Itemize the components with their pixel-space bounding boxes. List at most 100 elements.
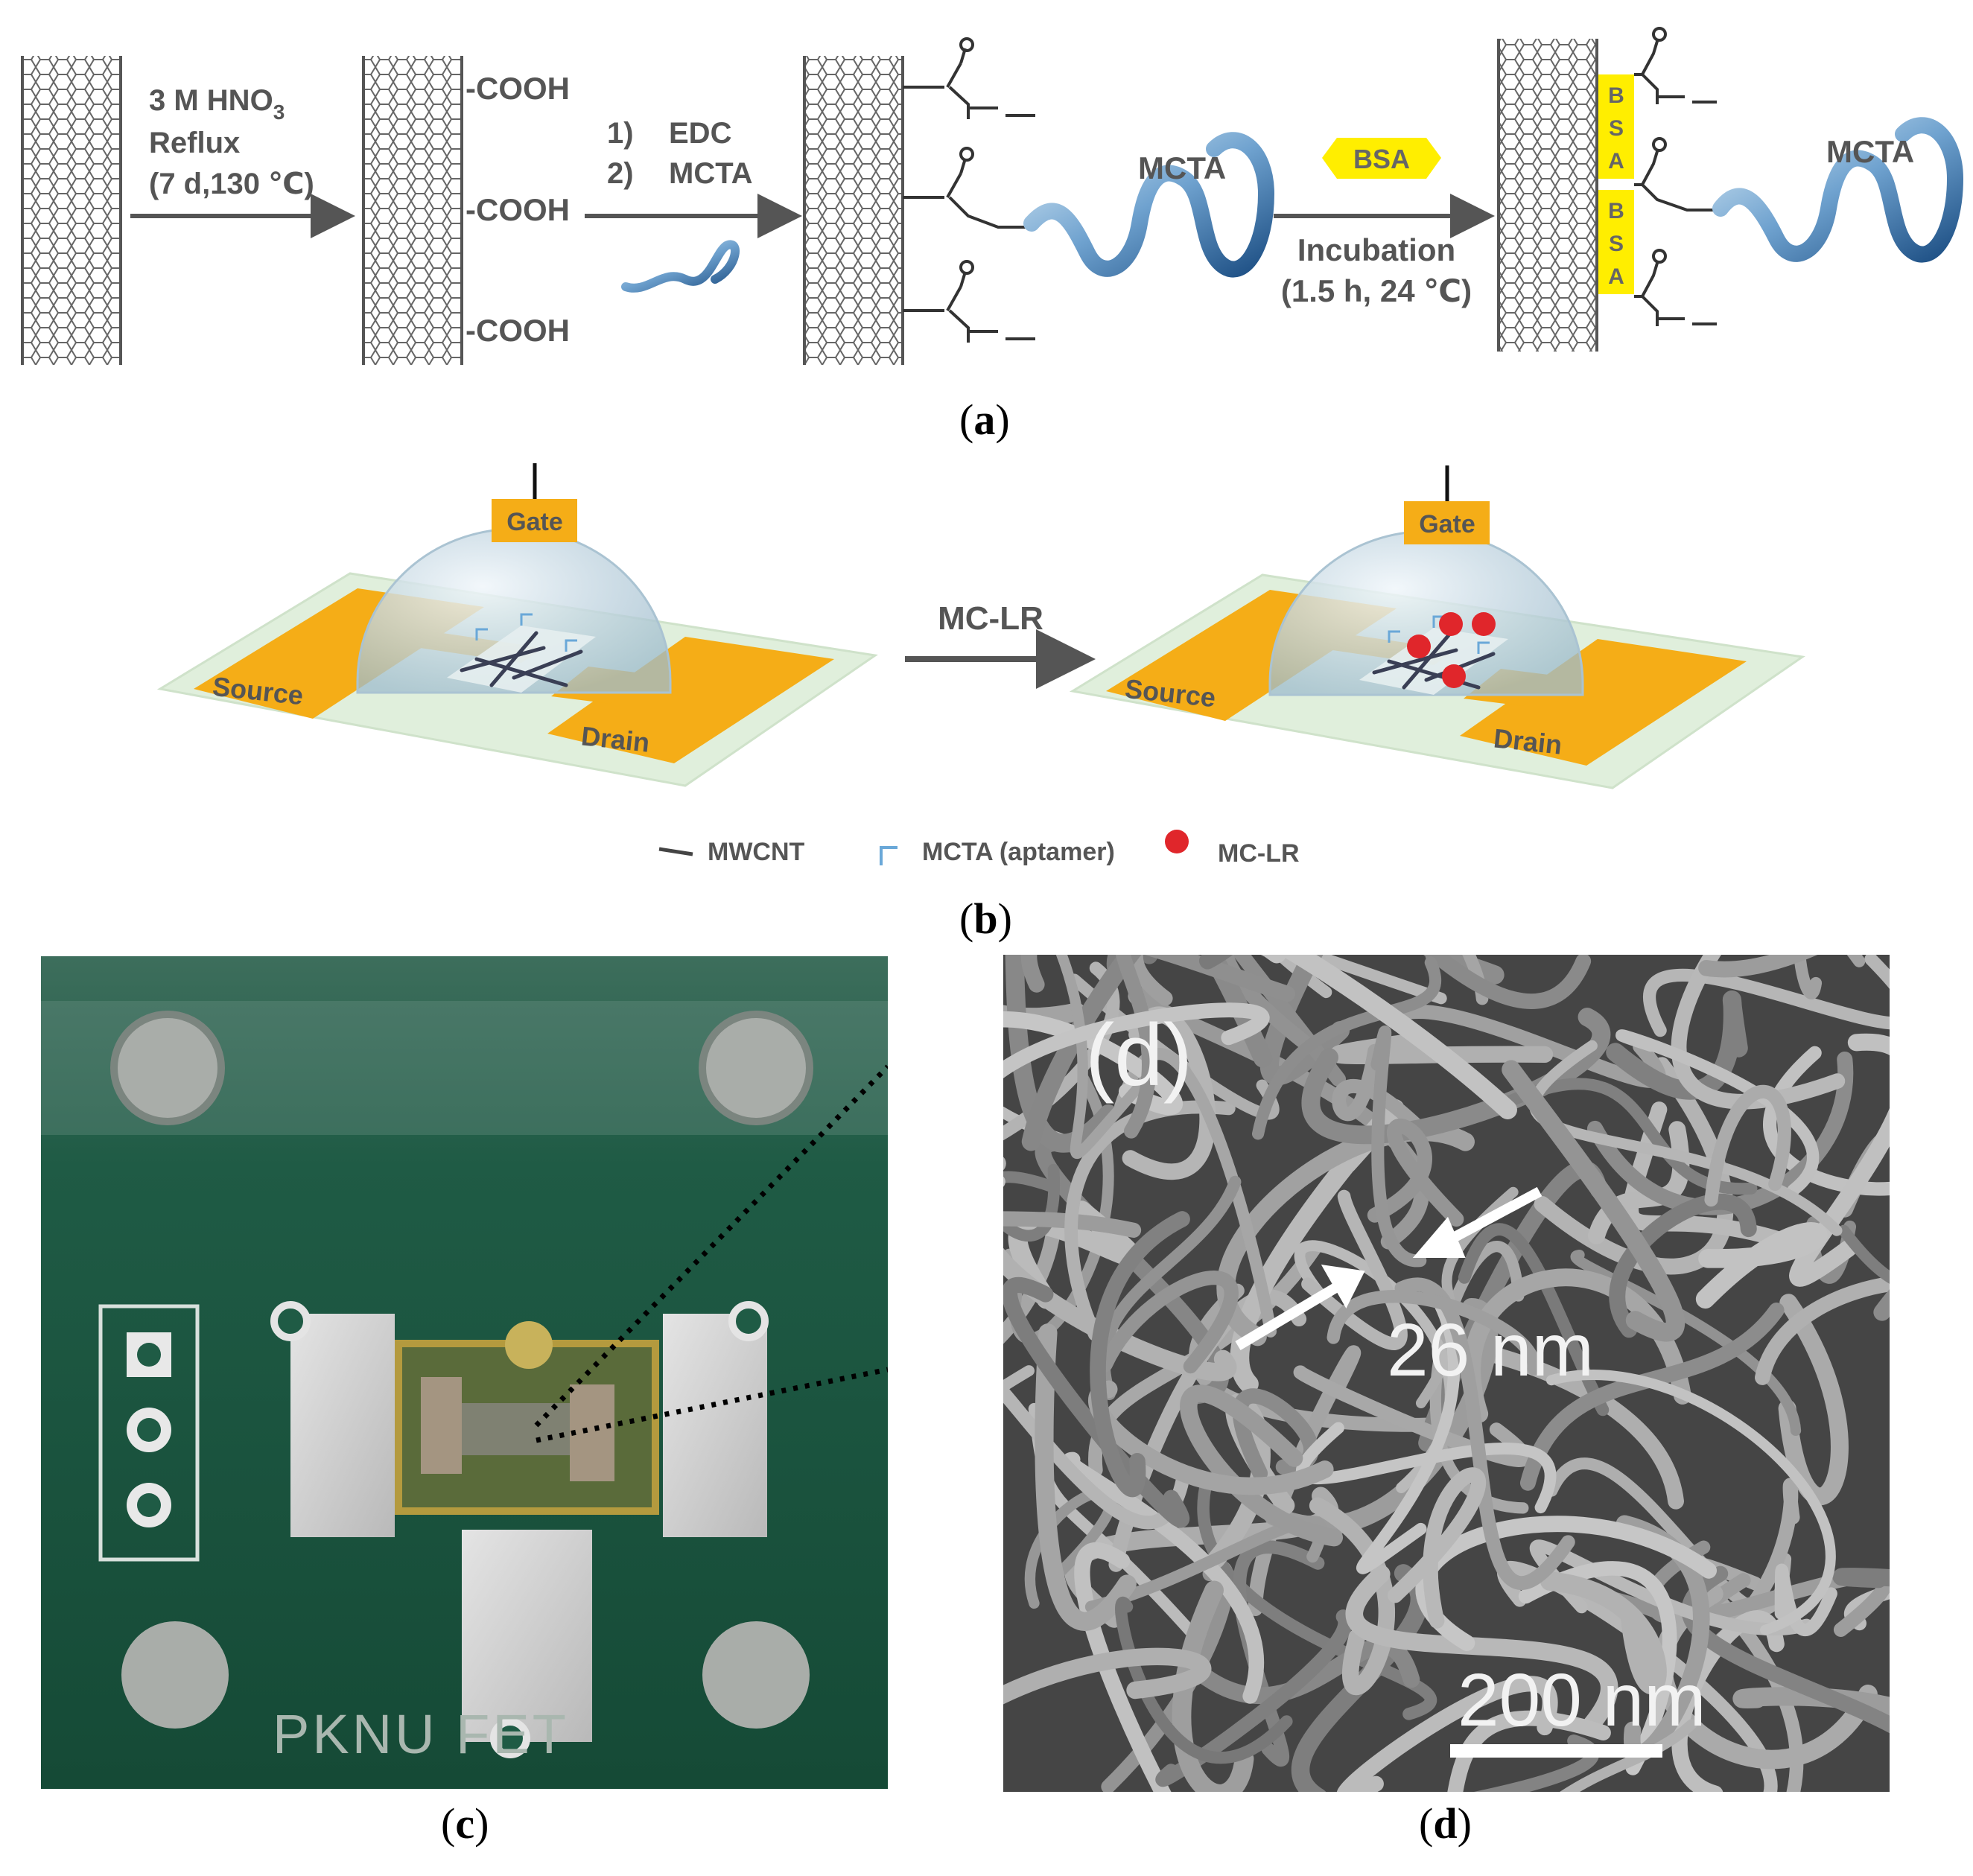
fet-device-after — [1069, 465, 1805, 789]
bsa-block-top: B S A — [1598, 74, 1634, 179]
zoom-guide-lines — [534, 1064, 888, 1443]
nanotube-fiber — [1232, 955, 1347, 1087]
step2-item1-text: EDC — [669, 117, 731, 150]
nanotube-fiber — [1090, 1211, 1190, 1498]
nanotube-fiber — [1495, 1078, 1758, 1195]
nanotube-fiber — [1218, 955, 1312, 1050]
nanotube-fiber — [1615, 1029, 1820, 1197]
svg-text:S: S — [1609, 116, 1624, 141]
nanotube-fiber — [1370, 1026, 1427, 1268]
step2-item1-number: 1) — [607, 117, 634, 150]
nanotube-fiber — [1003, 1011, 1183, 1116]
nanotube-fiber — [1003, 1276, 1189, 1528]
nanotube-fiber — [1671, 1610, 1785, 1792]
nanotube-fiber — [1272, 955, 1447, 1005]
aptamer-ribbon-icon — [1023, 132, 1275, 278]
svg-text:B: B — [1608, 83, 1624, 108]
nanotube-fiber — [1329, 1032, 1554, 1064]
nanotube-fiber — [1458, 1223, 1610, 1416]
nanotube-fibers — [1003, 955, 1890, 1792]
mcta-label: MCTA — [1138, 150, 1226, 185]
legend-label-mc-lr: MC-LR — [1218, 839, 1300, 868]
legend-label-mcta: MCTA (aptamer) — [922, 838, 1115, 866]
nanotube-fiber — [1609, 1193, 1757, 1338]
aptamer-ribbon-small-icon — [621, 240, 740, 293]
step3-line2: (1.5 h, 24 ℃) — [1281, 273, 1472, 308]
mc-lr-molecule-icon — [1472, 612, 1496, 636]
nanotube-fiber — [1262, 955, 1517, 1119]
step2-item2-text: MCTA — [669, 157, 753, 190]
cnt-tube-conjugated — [803, 56, 904, 365]
nanotube-fiber — [1832, 1568, 1890, 1589]
panel-a-caption: (a) — [959, 395, 1010, 444]
nanotube-fiber — [1462, 955, 1489, 1005]
step2-item2-number: 2) — [607, 157, 634, 190]
mcta-label-final: MCTA — [1826, 134, 1914, 169]
nanotube-fiber — [1098, 1271, 1239, 1374]
nanotube-fiber — [1755, 1276, 1890, 1385]
nanotube-fiber — [1794, 955, 1866, 999]
nanotube-fiber — [1309, 1497, 1396, 1696]
nanotube-fiber — [1844, 1584, 1890, 1631]
nanotube-fiber — [1778, 1294, 1849, 1506]
nanotube-fiber — [1642, 955, 1890, 1037]
nanotube-fiber — [1606, 990, 1748, 1100]
sensor-chip — [395, 1321, 659, 1515]
mc-lr-molecule-icon — [1439, 612, 1463, 636]
cnt-tube-pristine — [21, 56, 122, 365]
nanotube-fiber — [1332, 1043, 1423, 1132]
nanotube-fiber — [1345, 1565, 1618, 1733]
nanotube-fiber — [1518, 1561, 1677, 1775]
svg-text:S: S — [1609, 232, 1624, 256]
mcta-bracket-icon — [880, 846, 897, 865]
measurement-arrows — [1235, 1186, 1543, 1351]
cnt-tube-oxidized — [362, 56, 463, 365]
amide-linkers — [903, 37, 1035, 343]
cooh-label-middle: -COOH — [466, 192, 570, 227]
aptamer-ribbon-final-icon — [1712, 117, 1964, 263]
nanotube-fiber — [1003, 961, 1120, 1141]
nanotube-fiber — [1155, 1609, 1353, 1787]
nanotube-fiber — [1545, 1457, 1792, 1616]
nanotube-fiber — [1003, 1106, 1072, 1146]
nanotube-fiber — [1473, 1734, 1599, 1792]
panel-d-caption: (d) — [1419, 1799, 1472, 1848]
nanotube-fiber — [1021, 955, 1142, 1151]
nanotube-fiber — [1003, 1157, 1237, 1381]
nanotube-fiber — [1116, 955, 1157, 1139]
panel-b-caption: (b) — [959, 894, 1012, 943]
panel-c-caption: (c) — [441, 1799, 489, 1848]
mc-lr-molecule-icon — [1407, 635, 1431, 658]
nanotube-fiber — [1580, 1540, 1711, 1623]
nanotube-fiber — [1020, 955, 1296, 1002]
gate-label-before: Gate — [506, 508, 563, 536]
nanotube-fiber — [1301, 1008, 1611, 1145]
nanotube-fiber — [1055, 955, 1151, 1160]
nanotube-fiber — [1337, 1676, 1558, 1792]
nanotube-fiber — [1301, 1189, 1408, 1350]
nanotube-fiber — [1115, 1596, 1293, 1764]
panel-d-sem-image: (d) 26 nm 200 nm — [1003, 955, 1890, 1792]
nanotube-fiber — [1545, 1370, 1836, 1635]
nanotube-fiber — [1704, 1084, 1791, 1207]
nanotube-fiber — [1356, 1291, 1460, 1574]
nanotube-fiber — [1327, 1290, 1541, 1376]
measurement-label: 26 nm — [1387, 1309, 1594, 1392]
step1-line3: (7 d,130 ℃) — [149, 168, 314, 200]
nanotube-fiber — [1502, 1060, 1685, 1342]
panel-b-fet-schematic: Gate Source Drain MC-LR Gate Source D — [156, 463, 1805, 868]
bsa-block-bottom: B S A — [1598, 190, 1634, 294]
nanotube-fiber — [1251, 956, 1442, 1140]
nanotube-fiber — [1248, 1345, 1362, 1617]
nanotube-fiber — [1540, 1571, 1667, 1695]
pin-header — [98, 1304, 200, 1562]
mwcnt-dash-icon — [658, 847, 693, 856]
gate-label-after: Gate — [1419, 510, 1475, 538]
amide-linkers-final — [1634, 27, 1717, 326]
nanotube-fiber — [1367, 1118, 1464, 1227]
bsa-badge-label: BSA — [1353, 144, 1410, 174]
panel-d-corner-label: (d) — [1085, 1006, 1192, 1104]
panel-a-reaction-scheme: 3 M HNO3 Reflux (7 d,130 ℃) -COOH -COOH … — [21, 27, 1964, 365]
mc-lr-molecule-icon — [1442, 664, 1466, 688]
mounting-holes — [110, 1011, 813, 1729]
